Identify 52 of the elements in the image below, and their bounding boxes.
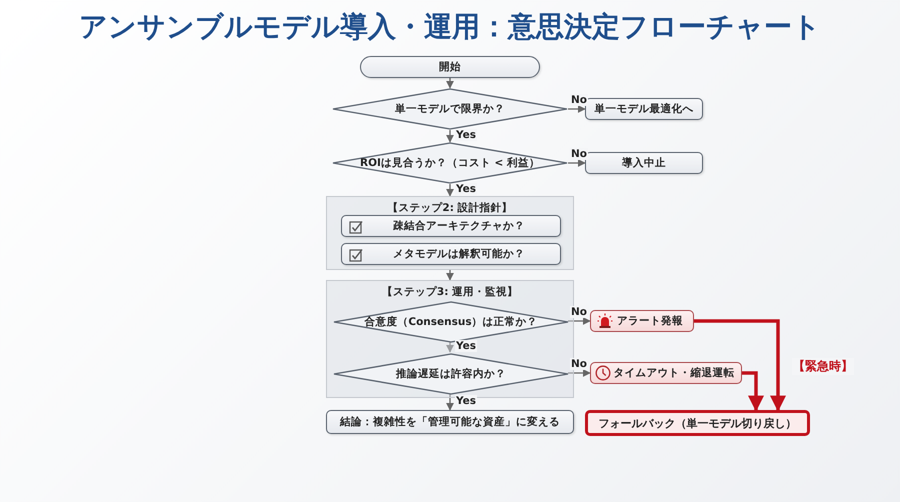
arrow xyxy=(694,319,786,412)
arrow xyxy=(446,270,454,281)
edge-label: 【緊急時】 xyxy=(792,358,854,374)
node-label: 疎結合アーキテクチャか？ xyxy=(393,219,525,233)
node-label: 結論：複雑性を「管理可能な資産」に変える xyxy=(340,415,560,429)
node-label: 単一モデル最適化へ xyxy=(594,102,694,116)
decision-diamond xyxy=(333,353,569,395)
node-label: ROIは見合うか？（コスト < 利益） xyxy=(360,156,540,170)
checklist-item xyxy=(341,243,561,265)
arrow xyxy=(568,369,591,377)
edge-label: No xyxy=(570,358,588,370)
edge-label: Yes xyxy=(455,183,478,195)
node-label: 推論遅延は許容内か？ xyxy=(396,367,506,381)
node-label: 単一モデルで限界か？ xyxy=(395,102,505,116)
arrow xyxy=(568,317,591,325)
node-label: 導入中止 xyxy=(622,156,666,170)
step-heading: 【ステップ2: 設計指針】 xyxy=(387,201,513,215)
step-heading: 【ステップ3: 運用・監視】 xyxy=(382,285,518,299)
decision-diamond xyxy=(332,88,568,130)
arrow xyxy=(568,105,586,113)
arrow xyxy=(568,159,586,167)
arrow xyxy=(742,371,764,412)
process-box xyxy=(585,98,703,120)
edge-label: No xyxy=(570,306,588,318)
edge-label: Yes xyxy=(455,340,478,352)
decision-diamond xyxy=(333,301,569,343)
arrow xyxy=(446,184,454,197)
title: アンサンブルモデル導入・運用：意思決定フローチャート xyxy=(78,9,822,45)
node-label: メタモデルは解釈可能か？ xyxy=(393,247,525,261)
alert-box xyxy=(590,310,694,332)
step-panel xyxy=(326,280,574,398)
node-label: 合意度（Consensus）は正常か？ xyxy=(364,315,538,329)
start-terminal xyxy=(360,56,540,78)
alert-box xyxy=(590,362,742,384)
node-label: タイムアウト・縮退運転 xyxy=(614,366,734,380)
checklist-item xyxy=(341,215,561,237)
edge-label: No xyxy=(570,94,588,106)
node-label: フォールバック（単一モデル切り戻し） xyxy=(598,416,796,430)
process-box xyxy=(585,152,703,174)
node-label: 開始 xyxy=(439,60,461,74)
step-panel xyxy=(326,196,574,270)
arrow xyxy=(446,78,454,89)
arrow xyxy=(446,130,454,143)
node-label: アラート発報 xyxy=(617,314,683,328)
process-box xyxy=(326,410,574,434)
arrow xyxy=(446,342,454,353)
edge-label: Yes xyxy=(455,395,478,407)
edge-label: Yes xyxy=(455,129,478,141)
arrow xyxy=(446,394,454,411)
edge-label: No xyxy=(570,148,588,160)
fallback-box xyxy=(585,410,810,436)
decision-diamond xyxy=(332,142,568,184)
